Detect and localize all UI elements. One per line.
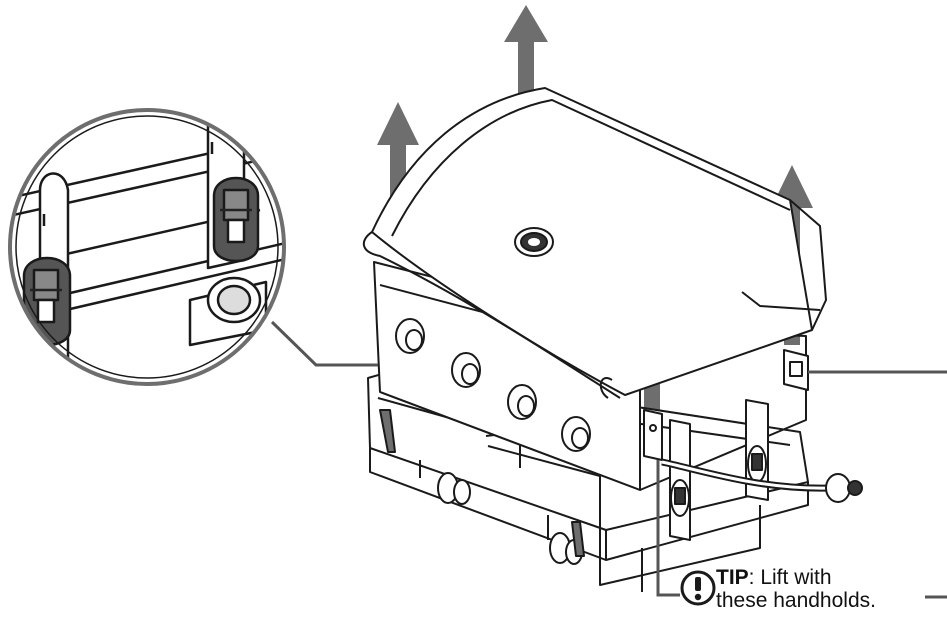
cart-latch (745, 399, 769, 501)
control-knob (451, 352, 481, 388)
caster-wheel (419, 460, 471, 505)
zoom-inset (8, 108, 286, 386)
tip-label: TIP (716, 566, 749, 589)
handhold-bracket-left (643, 409, 663, 461)
zoom-leader-line (270, 320, 378, 367)
gas-regulator (825, 473, 863, 503)
zoom-latch-right (212, 176, 260, 263)
tip-line-1: TIP: Lift with (716, 566, 931, 589)
control-knob (395, 318, 425, 354)
handhold-bracket-right (783, 349, 809, 391)
tip-leader-line-left (656, 460, 680, 597)
cart-latch (669, 419, 691, 541)
control-knob (507, 384, 537, 420)
grill-illustration (362, 87, 863, 592)
tip-text-line-1: : Lift with (748, 566, 832, 589)
leader-lines (270, 320, 947, 599)
hood-lid (371, 87, 813, 396)
control-knob (561, 416, 591, 452)
tip-text-line-2: these handholds. (716, 589, 876, 612)
up-arrow-icon (504, 5, 548, 95)
thermometer-icon (514, 227, 554, 257)
up-arrow-icon (377, 102, 419, 200)
exclamation-circle-icon (680, 570, 716, 606)
tip-callout: TIP: Lift with these handholds. (716, 566, 931, 612)
